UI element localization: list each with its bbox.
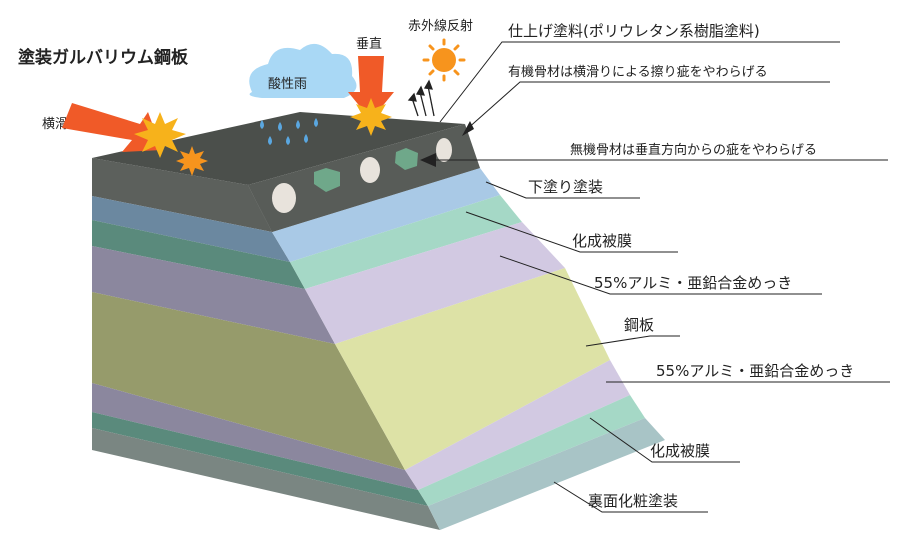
leader-primer <box>485 181 640 199</box>
slant-steel <box>335 268 610 470</box>
inorganic-arrow <box>420 153 888 167</box>
page-title: 塗装ガルバリウム鋼板 <box>18 47 189 68</box>
leader-finish-paint <box>439 41 840 123</box>
leader-organic <box>465 81 830 131</box>
horizontal-slide-group: 横滑り <box>42 103 208 176</box>
leader-back-coat <box>553 481 708 513</box>
horizontal-slide-arrow-icon <box>62 103 162 152</box>
side-top-coat <box>92 158 272 232</box>
arrow-head-icon <box>462 121 474 136</box>
organic-aggregate-icon <box>272 183 296 213</box>
label-plating-bottom: 55%アルミ・亜鉛合金めっき <box>656 362 854 380</box>
raindrops <box>260 118 318 145</box>
slant-primer <box>272 168 500 262</box>
label-finish-paint: 仕上げ塗料(ポリウレタン系樹脂塗料) <box>508 22 760 40</box>
raindrop-icon <box>314 118 318 127</box>
slant-plating-top <box>305 222 565 344</box>
leader-steel <box>585 335 680 347</box>
side-plating-bottom <box>92 383 418 490</box>
label-conversion-bottom: 化成被膜 <box>650 442 710 460</box>
leader-plating-top <box>499 255 822 295</box>
arrow-head-icon <box>420 153 436 167</box>
inorganic-aggregate-icon <box>395 148 418 170</box>
raindrop-icon <box>278 122 282 131</box>
organic-aggregate-icon <box>360 157 380 183</box>
cloud-icon <box>249 43 357 98</box>
slant-back-coat <box>428 418 665 530</box>
acid-rain-group: 酸性雨 <box>249 43 357 145</box>
reflection-arrows-icon <box>407 79 435 117</box>
label-back-coat: 裏面化粧塗装 <box>588 492 678 510</box>
inorganic-aggregate-icon <box>314 168 340 192</box>
acid-rain-label: 酸性雨 <box>268 77 307 92</box>
block-slant-faces <box>248 140 665 530</box>
impact-burst-small-icon <box>176 146 208 176</box>
leader-conversion-bottom <box>589 417 740 463</box>
side-primer <box>92 196 290 262</box>
side-plating-top <box>92 246 335 344</box>
vertical-force-group: 垂直 <box>348 37 394 136</box>
label-steel: 鋼板 <box>624 316 654 334</box>
label-organic-aggregate: 有機骨材は横滑りによる擦り疵をやわらげる <box>508 65 768 80</box>
side-conversion-top <box>92 220 305 289</box>
vertical-arrow-icon <box>348 56 394 120</box>
vertical-force-label: 垂直 <box>356 37 382 52</box>
slant-conversion-bottom <box>418 395 645 506</box>
side-conversion-bottom <box>92 412 428 506</box>
block-side-faces <box>92 158 440 530</box>
slant-conversion-top <box>290 195 522 289</box>
side-steel <box>92 292 405 470</box>
label-conversion-top: 化成被膜 <box>572 232 632 250</box>
leader-lines <box>439 41 890 513</box>
side-back-coat <box>92 428 440 530</box>
impact-burst-icon <box>134 112 186 158</box>
sun-icon <box>422 38 466 82</box>
label-inorganic-aggregate: 無機骨材は垂直方向からの疵をやわらげる <box>570 142 817 158</box>
aggregates <box>272 138 452 213</box>
slant-plating-bottom <box>405 360 630 490</box>
raindrop-icon <box>304 134 308 143</box>
raindrop-icon <box>260 120 264 129</box>
label-plating-top: 55%アルミ・亜鉛合金めっき <box>594 274 792 292</box>
infrared-label: 赤外線反射 <box>408 18 473 34</box>
impact-burst-icon <box>350 98 392 136</box>
raindrop-icon <box>268 136 272 145</box>
raindrop-icon <box>286 136 290 145</box>
infrared-group: 赤外線反射 <box>407 18 473 117</box>
organic-aggregate-icon <box>436 138 452 162</box>
leader-conversion-top <box>465 211 678 253</box>
raindrop-icon <box>296 120 300 129</box>
label-primer: 下塗り塗装 <box>528 178 603 196</box>
